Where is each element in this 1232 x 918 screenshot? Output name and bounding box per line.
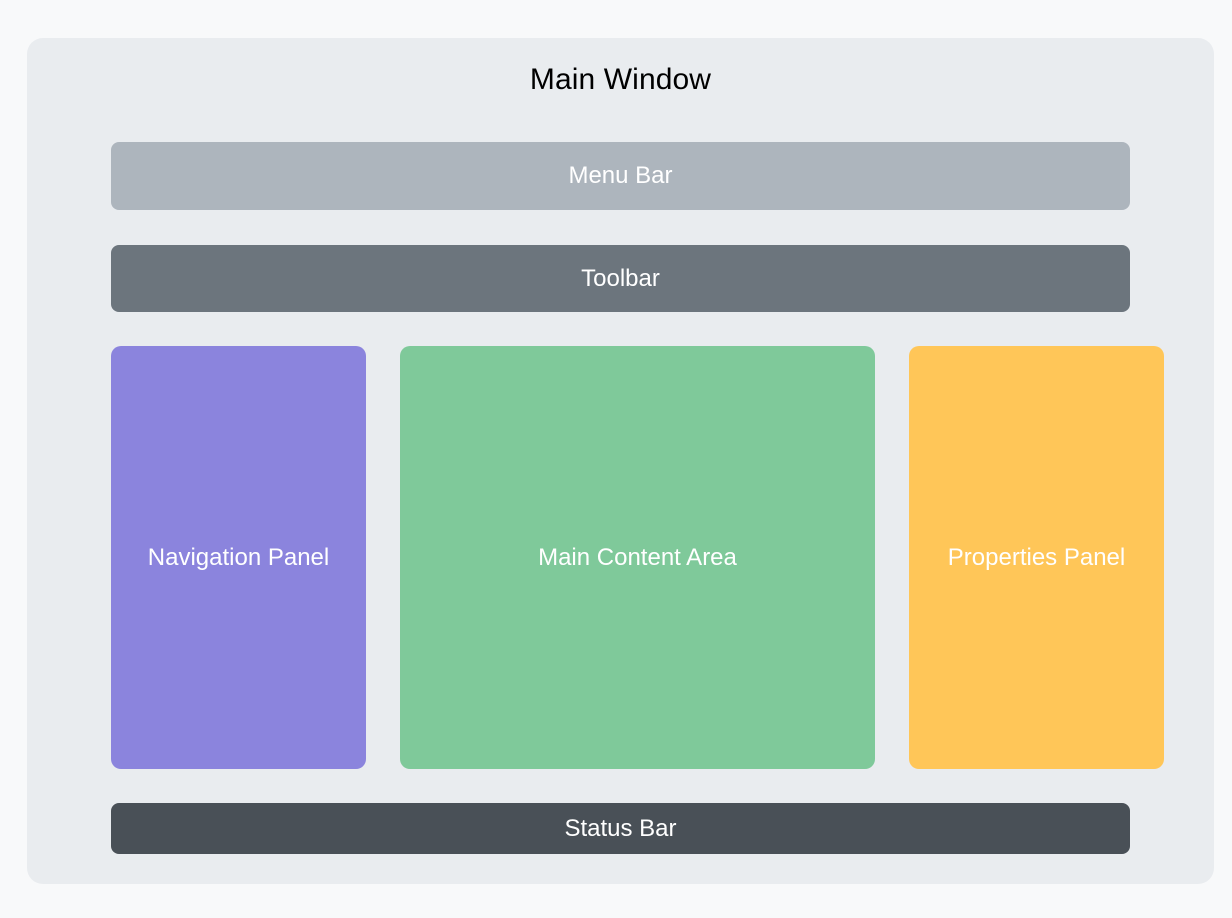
navigation-panel-label: Navigation Panel bbox=[147, 543, 330, 571]
toolbar-label: Toolbar bbox=[581, 264, 660, 292]
toolbar[interactable]: Toolbar bbox=[111, 245, 1130, 312]
navigation-panel[interactable]: Navigation Panel bbox=[111, 346, 366, 769]
properties-panel[interactable]: Properties Panel bbox=[909, 346, 1164, 769]
main-window: Main Window Menu Bar Toolbar Navigation … bbox=[27, 38, 1214, 884]
menu-bar-label: Menu Bar bbox=[568, 162, 673, 189]
menu-bar[interactable]: Menu Bar bbox=[111, 142, 1130, 210]
main-content-area-label: Main Content Area bbox=[538, 543, 737, 571]
status-bar[interactable]: Status Bar bbox=[111, 803, 1130, 854]
status-bar-label: Status Bar bbox=[564, 814, 677, 842]
panel-row: Navigation Panel Main Content Area Prope… bbox=[111, 346, 1164, 769]
main-content-area[interactable]: Main Content Area bbox=[400, 346, 875, 769]
properties-panel-label: Properties Panel bbox=[947, 543, 1126, 571]
page-title: Main Window bbox=[529, 63, 712, 96]
